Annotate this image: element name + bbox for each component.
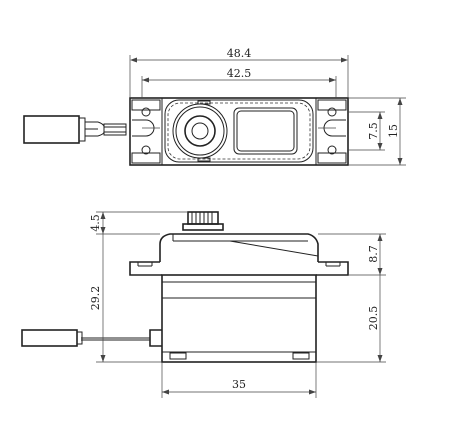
side-top-case	[159, 233, 319, 262]
output-gear	[172, 103, 228, 159]
dim-body-width: 35	[161, 362, 317, 398]
dim-height: 15	[348, 97, 406, 166]
top-mounting-tab	[129, 97, 349, 166]
dim-label-upper-height: 8.7	[367, 245, 380, 263]
top-view: 48.4 42.5 15 7.5	[23, 47, 406, 166]
dim-label-overall-width: 48.4	[227, 47, 252, 60]
dim-hole-spacing: 42.5	[141, 67, 337, 98]
label-window	[233, 107, 298, 155]
dim-spline-height: 4.5	[89, 211, 188, 235]
side-view: 4.5 29.2 8.7 20.5	[21, 211, 386, 398]
dim-label-lower-height: 20.5	[367, 306, 380, 331]
dim-label-hole-spacing: 42.5	[227, 67, 252, 80]
top-connector	[23, 115, 86, 144]
dim-label-spline-height: 4.5	[89, 214, 102, 232]
dim-label-height: 15	[387, 124, 400, 138]
dim-label-body-width: 35	[232, 378, 246, 391]
dim-hole-pitch: 7.5	[348, 111, 385, 151]
side-mounting-ears	[129, 261, 349, 276]
right-mounting-holes	[317, 99, 347, 164]
dim-label-total-height: 29.2	[89, 286, 102, 311]
dim-upper-height: 8.7	[318, 233, 386, 276]
dim-total-height: 29.2	[89, 234, 162, 363]
top-wire-leads	[85, 121, 127, 137]
dim-overall-width: 48.4	[129, 47, 349, 98]
left-mounting-holes	[131, 99, 161, 164]
dim-lower-height: 20.5	[316, 275, 386, 363]
side-cable	[21, 329, 162, 347]
dim-label-hole-pitch: 7.5	[367, 122, 380, 140]
output-spline	[182, 211, 224, 231]
side-main-body	[161, 274, 317, 363]
top-case	[164, 99, 314, 163]
